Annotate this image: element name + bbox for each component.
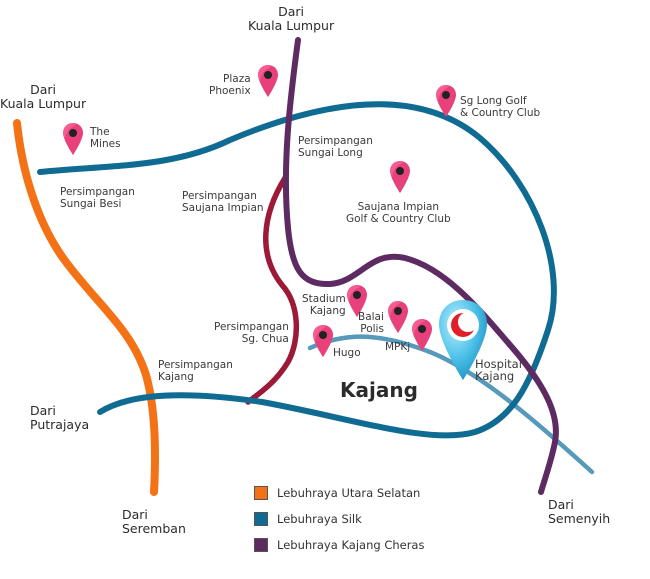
label-from-seremban: Dari Seremban [122, 507, 186, 536]
label-balai-polis: Balai Polis [358, 311, 384, 335]
label-junction-kajang: Persimpangan Kajang [158, 359, 233, 383]
map-pin-icon [346, 284, 368, 318]
label-sg-long-golf-country-club: Sg Long Golf & Country Club [460, 95, 541, 119]
road-kajang-cheras [282, 37, 559, 495]
legend-item-silk: Lebuhraya Silk [254, 506, 424, 532]
label-stadium-kajang: Stadium Kajang [302, 293, 346, 317]
map-pin-icon [389, 160, 411, 194]
legend-label: Lebuhraya Utara Selatan [277, 486, 421, 500]
road-utara-selatan [13, 119, 160, 496]
legend-swatch [254, 512, 268, 526]
legend-item-kajang-cheras: Lebuhraya Kajang Cheras [254, 532, 424, 558]
road-silk [37, 101, 557, 439]
label-from-semenyih: Dari Semenyih [548, 497, 611, 526]
legend-item-utara-selatan: Lebuhraya Utara Selatan [254, 480, 424, 506]
label-from-kuala-lumpur-west: Dari Kuala Lumpur [0, 82, 87, 111]
label-junction-saujana-impian: Persimpangan Saujana Impian [182, 190, 264, 214]
local-road [307, 334, 595, 475]
map-pin-icon [387, 300, 409, 334]
saujana-impian-link-road [245, 175, 300, 405]
map-pin-icon [62, 122, 84, 156]
crescent-pin-icon [436, 298, 490, 386]
legend-label: Lebuhraya Kajang Cheras [277, 538, 425, 552]
label-mpkj: MPKj [385, 341, 411, 353]
label-from-kuala-lumpur-north: Dari Kuala Lumpur [248, 4, 335, 33]
legend-swatch [254, 486, 268, 500]
legend-label: Lebuhraya Silk [277, 512, 362, 526]
label-from-putrajaya: Dari Putrajaya [30, 403, 90, 432]
town-label-kajang: Kajang [340, 378, 418, 402]
map-pin-icon [435, 84, 457, 118]
label-hugo: Hugo [333, 347, 361, 359]
label-plaza-phoenix: Plaza Phoenix [209, 73, 251, 97]
map-pin-icon [257, 64, 279, 98]
label-junction-sg-chua: Persimpangan Sg. Chua [214, 321, 289, 345]
map-pin-icon [411, 318, 433, 352]
legend-swatch [254, 538, 268, 552]
label-junction-sungai-long: Persimpangan Sungai Long [298, 135, 373, 159]
label-hospital-kajang: Hospital Kajang [475, 357, 522, 383]
label-saujana-impian-golf-country-club: Saujana Impian Golf & Country Club [346, 201, 451, 225]
label-the-mines: The Mines [90, 126, 121, 150]
map-pin-icon [312, 324, 334, 358]
label-junction-sungai-besi: Persimpangan Sungai Besi [60, 186, 135, 210]
legend: Lebuhraya Utara Selatan Lebuhraya Silk L… [254, 480, 424, 558]
